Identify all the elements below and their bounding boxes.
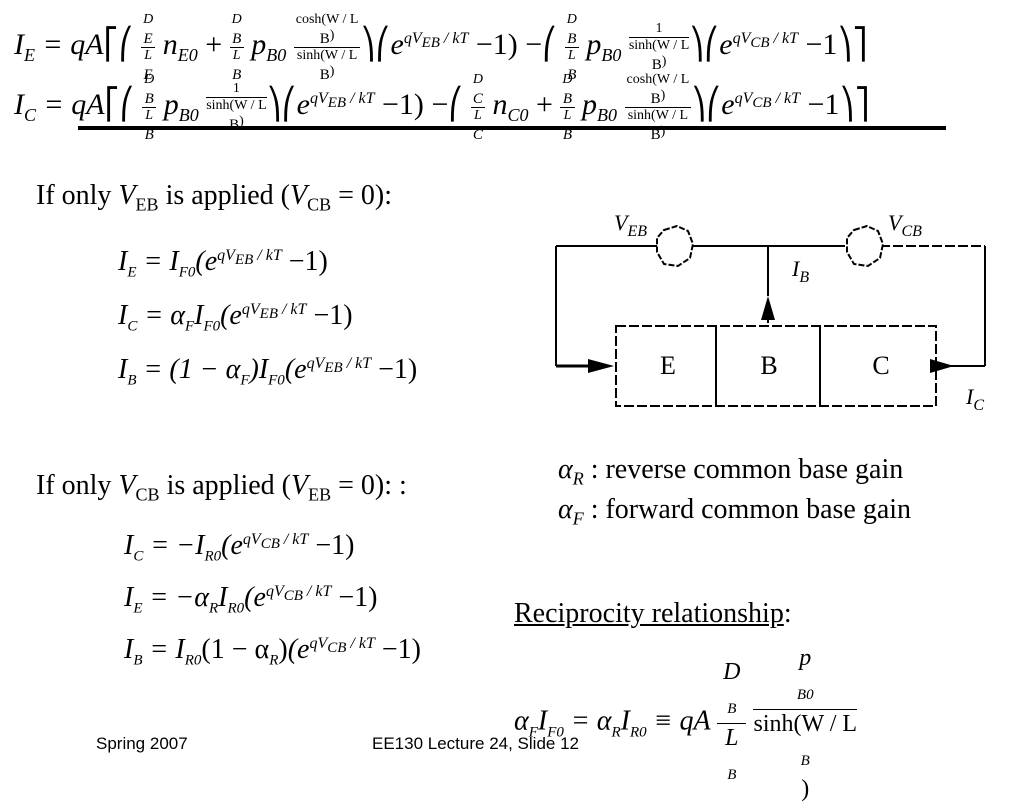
region-c-label: C	[872, 351, 889, 380]
section2-heading: If only VCB is applied (VEB = 0): :	[36, 470, 407, 505]
vcb-source-icon	[846, 224, 885, 268]
footer-center: EE130 Lecture 24, Slide 12	[372, 734, 579, 753]
section2-eq-ib: IB = IR0(1 − αR)(eqVCB / kT −1)	[124, 634, 421, 669]
section1-heading: If only VEB is applied (VCB = 0):	[36, 180, 393, 215]
region-e-label: E	[660, 351, 676, 380]
bjt-circuit-diagram: VEB VCB IB IC E B C	[555, 210, 986, 414]
veb-label: VEB	[614, 210, 647, 240]
region-b-label: B	[760, 351, 777, 380]
section1-eq-ic: IC = αFIF0(eqVEB / kT −1)	[118, 300, 353, 335]
collector-arrow-icon	[930, 359, 954, 373]
section2-eq-ic: IC = −IR0(eqVCB / kT −1)	[124, 530, 355, 565]
section2-eq-ie: IE = −αRIR0(eqVCB / kT −1)	[124, 582, 378, 617]
emitter-arrow-icon	[588, 359, 614, 373]
ib-label: IB	[791, 256, 809, 286]
footer-left: Spring 2007	[96, 734, 188, 753]
alpha-r-definition: αR : reverse common base gain	[558, 454, 904, 489]
section1-eq-ib: IB = (1 − αF)IF0(eqVEB / kT −1)	[118, 354, 418, 389]
vcb-label: VCB	[888, 210, 922, 240]
section1-eq-ie: IE = IF0(eqVEB / kT −1)	[118, 246, 328, 281]
ic-label: IC	[965, 384, 984, 414]
transistor-box	[615, 325, 937, 407]
alpha-f-definition: αF : forward common base gain	[558, 494, 912, 529]
equation-underline	[78, 126, 946, 130]
base-arrow-icon	[761, 296, 775, 320]
reciprocity-title: Reciprocity relationship:	[514, 598, 792, 629]
veb-source-icon	[656, 224, 695, 268]
